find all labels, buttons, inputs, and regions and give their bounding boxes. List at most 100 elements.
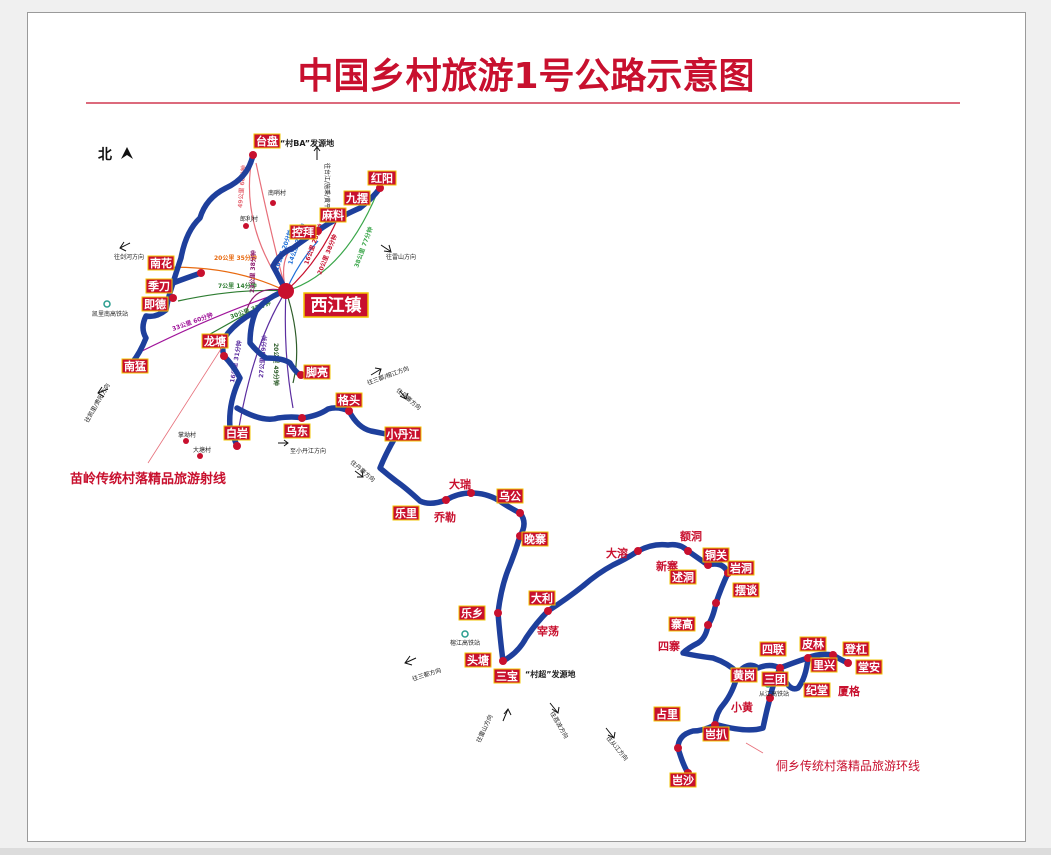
town-wudong[interactable]: 乌东	[283, 423, 311, 439]
town-nanhua[interactable]: 南花	[147, 255, 175, 271]
origin-cunba: “村BA”发源地	[280, 138, 334, 148]
town-yansha[interactable]: 岜沙	[669, 772, 697, 788]
town-wanzhai[interactable]: 晚寨	[521, 531, 549, 547]
town-edong[interactable]: 额洞	[680, 529, 702, 543]
node-dot	[298, 414, 306, 422]
town-yandong[interactable]: 岩洞	[727, 560, 755, 576]
node-dot	[249, 151, 257, 159]
town-tongguan[interactable]: 铜关	[702, 547, 730, 563]
direction-marker: 往凯里/贵阳方向	[83, 382, 112, 424]
node-dot	[169, 294, 177, 302]
svg-text:里兴: 里兴	[813, 658, 835, 672]
town-qiaole[interactable]: 乔勒	[433, 510, 456, 524]
town-denggang[interactable]: 登杠	[842, 641, 870, 657]
svg-text:晚寨: 晚寨	[524, 532, 546, 546]
town-jide[interactable]: 即德	[141, 296, 169, 312]
map-frame: 中国乡村旅游1号公路示意图 北 49公里 60分钟 16公里 20分钟 14公里…	[27, 12, 1026, 842]
village-label: 大塘村	[193, 446, 211, 454]
svg-text:红阳: 红阳	[371, 171, 393, 185]
town-jiaoliang[interactable]: 脚亮	[303, 364, 331, 380]
svg-text:大利: 大利	[531, 591, 553, 605]
town-darong[interactable]: 大溶	[606, 546, 628, 560]
svg-text:格头: 格头	[338, 393, 360, 407]
node-dot	[376, 184, 384, 192]
direction-marker: 往雷山方向	[380, 244, 416, 261]
town-baitan[interactable]: 摆谈	[732, 582, 760, 598]
svg-text:乐里: 乐里	[395, 506, 417, 520]
town-xiage[interactable]: 厦格	[838, 684, 861, 698]
town-zhaigao[interactable]: 寨高	[668, 616, 696, 632]
station-label: 从江高铁站	[759, 690, 789, 698]
town-shudong[interactable]: 述洞	[669, 569, 697, 585]
node-dot	[674, 744, 682, 752]
direction-marker: 往三都/榕江方向	[366, 364, 410, 387]
town-silian[interactable]: 四联	[759, 641, 787, 657]
svg-text:往三都/榕江方向: 往三都/榕江方向	[366, 364, 410, 387]
svg-text:摆谈: 摆谈	[735, 583, 758, 597]
town-dali[interactable]: 大利	[528, 590, 556, 606]
town-yanba[interactable]: 岜扒	[702, 726, 730, 742]
station-icon	[103, 300, 111, 308]
town-zhanli[interactable]: 占里	[653, 706, 681, 722]
svg-text:龙塘: 龙塘	[203, 334, 226, 348]
arrow-icon	[278, 439, 289, 447]
village-label: 郎利村	[240, 215, 258, 223]
svg-text:岩洞: 岩洞	[729, 561, 752, 575]
town-zaidang[interactable]: 宰荡	[537, 624, 559, 638]
town-santuan[interactable]: 三团	[761, 671, 789, 687]
town-jitang[interactable]: 纪堂	[803, 682, 831, 698]
svg-text:白岩: 白岩	[226, 426, 248, 440]
station-icon	[461, 630, 469, 638]
town-nanmeng[interactable]: 南猛	[121, 358, 149, 374]
town-lexiang[interactable]: 乐乡	[458, 605, 486, 621]
distance-label: 20公里 35分钟	[214, 254, 257, 262]
node-dot	[704, 621, 712, 629]
svg-text:九摆: 九摆	[345, 191, 368, 205]
town-longtang[interactable]: 龙塘	[201, 333, 229, 349]
direction-marker: 往丹寨方向	[349, 458, 377, 483]
svg-text:皮林: 皮林	[801, 637, 824, 651]
village-label: 南哨村	[268, 189, 286, 197]
arrow-icon	[313, 146, 321, 160]
town-hongyang[interactable]: 红阳	[367, 170, 397, 186]
distance-label: 38公里 77分钟	[352, 226, 374, 269]
node-dot	[829, 651, 837, 659]
svg-text:往荔波方向: 往荔波方向	[548, 710, 570, 740]
svg-text:至小丹江方向: 至小丹江方向	[290, 447, 326, 455]
town-baiyan[interactable]: 白岩	[223, 425, 251, 441]
town-darui[interactable]: 大瑞	[449, 477, 471, 491]
arrow-icon	[404, 655, 417, 666]
town-wugong[interactable]: 乌公	[496, 488, 524, 504]
town-taipan[interactable]: 台盘	[253, 133, 281, 149]
town-maliao[interactable]: 麻料	[319, 207, 347, 223]
distance-label: 49公里 60分钟	[236, 165, 248, 208]
town-lixing[interactable]: 里兴	[810, 657, 838, 673]
node-dot	[712, 599, 720, 607]
station-label: 凯里南高铁站	[92, 310, 128, 318]
node-dot	[297, 371, 305, 379]
town-getou[interactable]: 格头	[335, 392, 363, 408]
node-dot	[634, 547, 642, 555]
town-sizhai[interactable]: 四寨	[658, 639, 680, 653]
svg-text:往丹寨方向: 往丹寨方向	[349, 458, 377, 483]
town-leli[interactable]: 乐里	[392, 505, 420, 521]
node-dot	[844, 659, 852, 667]
village-dot	[197, 453, 203, 459]
direction-marker: 至小丹江方向	[278, 439, 326, 455]
caption-miao-radial: 苗岭传统村落精品旅游射线	[70, 471, 226, 487]
svg-text:黄岗: 黄岗	[733, 668, 755, 682]
bottom-scrollbar[interactable]	[0, 848, 1051, 855]
hub-xijiang[interactable]: 西江镇	[278, 283, 369, 318]
town-xiaodanjiang[interactable]: 小丹江	[384, 426, 422, 442]
town-huanggang[interactable]: 黄岗	[730, 667, 758, 683]
town-toutang[interactable]: 头塘	[464, 652, 492, 668]
svg-text:铜关: 铜关	[704, 548, 727, 562]
town-sanbao[interactable]: 三宝	[493, 668, 521, 684]
town-tangan[interactable]: 堂安	[855, 659, 883, 675]
town-jiubai[interactable]: 九摆	[343, 190, 371, 206]
direction-marker: 往丹寨方向	[395, 386, 423, 411]
town-pilin[interactable]: 皮林	[799, 636, 827, 652]
town-xiaohuang[interactable]: 小黄	[730, 700, 753, 714]
town-jidao[interactable]: 季刀	[145, 278, 173, 294]
town-kongbai[interactable]: 控拜	[289, 224, 317, 240]
